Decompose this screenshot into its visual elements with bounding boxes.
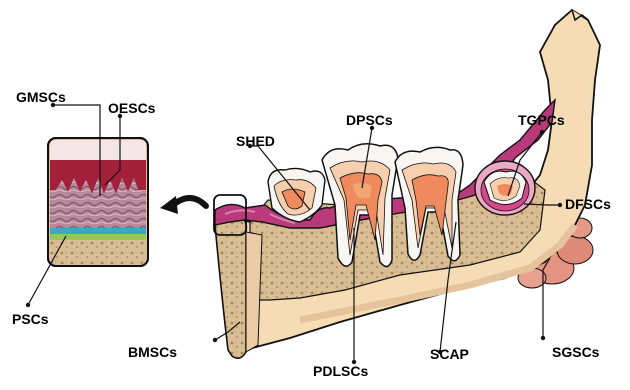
label-sgscs: SGSCs <box>552 345 599 359</box>
label-dpscs: DPSCs <box>346 113 393 127</box>
developing-tooth <box>475 161 535 215</box>
label-gmscs: GMSCs <box>16 90 66 104</box>
label-shed: SHED <box>236 134 275 148</box>
label-bmscs: BMSCs <box>128 345 177 359</box>
curved-arrow-icon <box>160 196 206 214</box>
label-dfscs: DFSCs <box>565 197 611 211</box>
mandible-cut-face <box>215 217 262 358</box>
label-pdlscs: PDLSCs <box>313 364 368 378</box>
label-scap: SCAP <box>430 347 469 361</box>
label-tgpcs: TGPCs <box>518 113 565 127</box>
gingival-tissue-inset <box>48 138 148 266</box>
label-oescs: OESCs <box>108 101 155 115</box>
label-pscs: PSCs <box>12 312 49 326</box>
